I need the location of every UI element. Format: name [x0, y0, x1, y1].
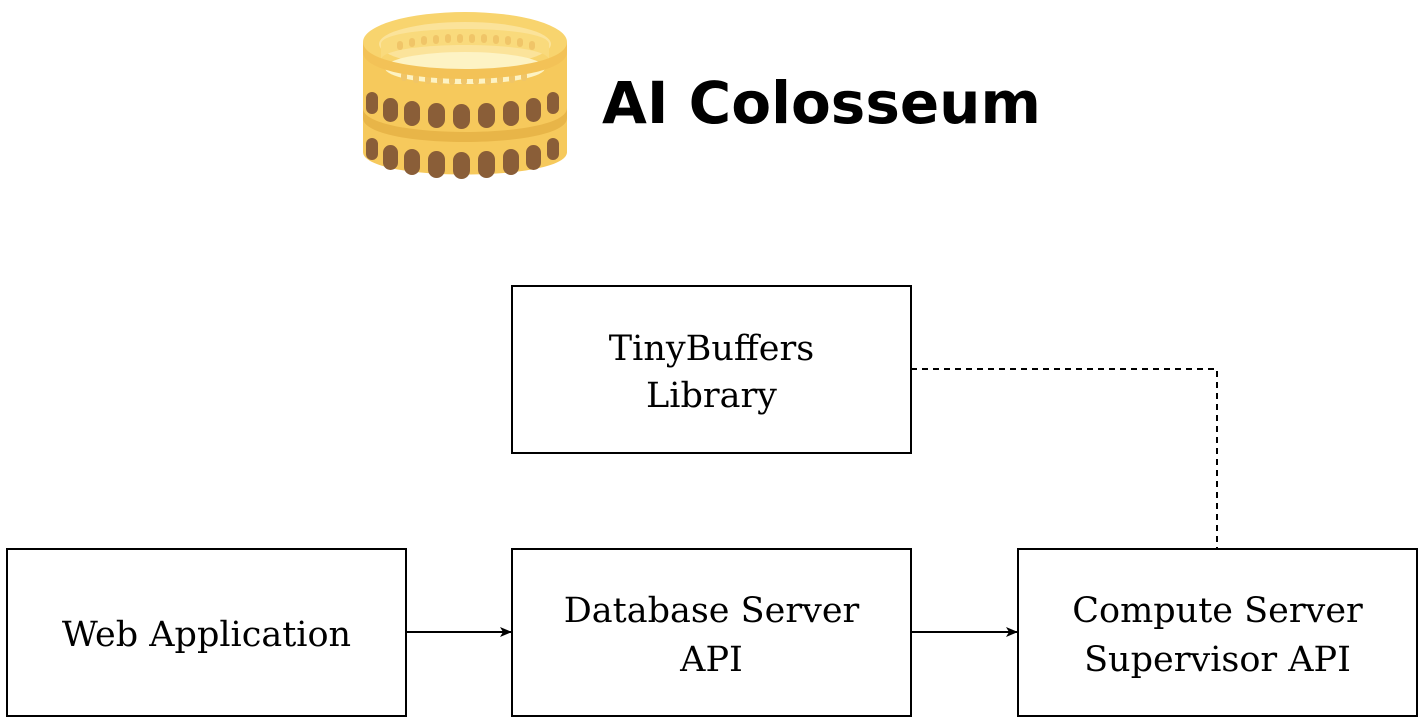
node-database-server-api: Database Server API: [511, 548, 912, 717]
node-label-line: Supervisor API: [1084, 640, 1351, 680]
node-label-line: Compute Server: [1072, 591, 1363, 631]
node-label-line: API: [679, 640, 743, 680]
node-tinybuffers-library: TinyBuffers Library: [511, 285, 912, 454]
node-label-line: Library: [646, 376, 777, 416]
node-label-line: Database Server: [564, 591, 860, 631]
edge-tinybuffers-to-compute: [911, 368, 1218, 548]
node-label-line: TinyBuffers: [609, 329, 814, 369]
colosseum-icon: [363, 12, 567, 179]
node-label-line: Web Application: [62, 615, 351, 655]
node-web-application: Web Application: [6, 548, 407, 717]
page-title: AI Colosseum: [602, 69, 1041, 137]
node-compute-server-supervisor-api: Compute Server Supervisor API: [1017, 548, 1418, 717]
